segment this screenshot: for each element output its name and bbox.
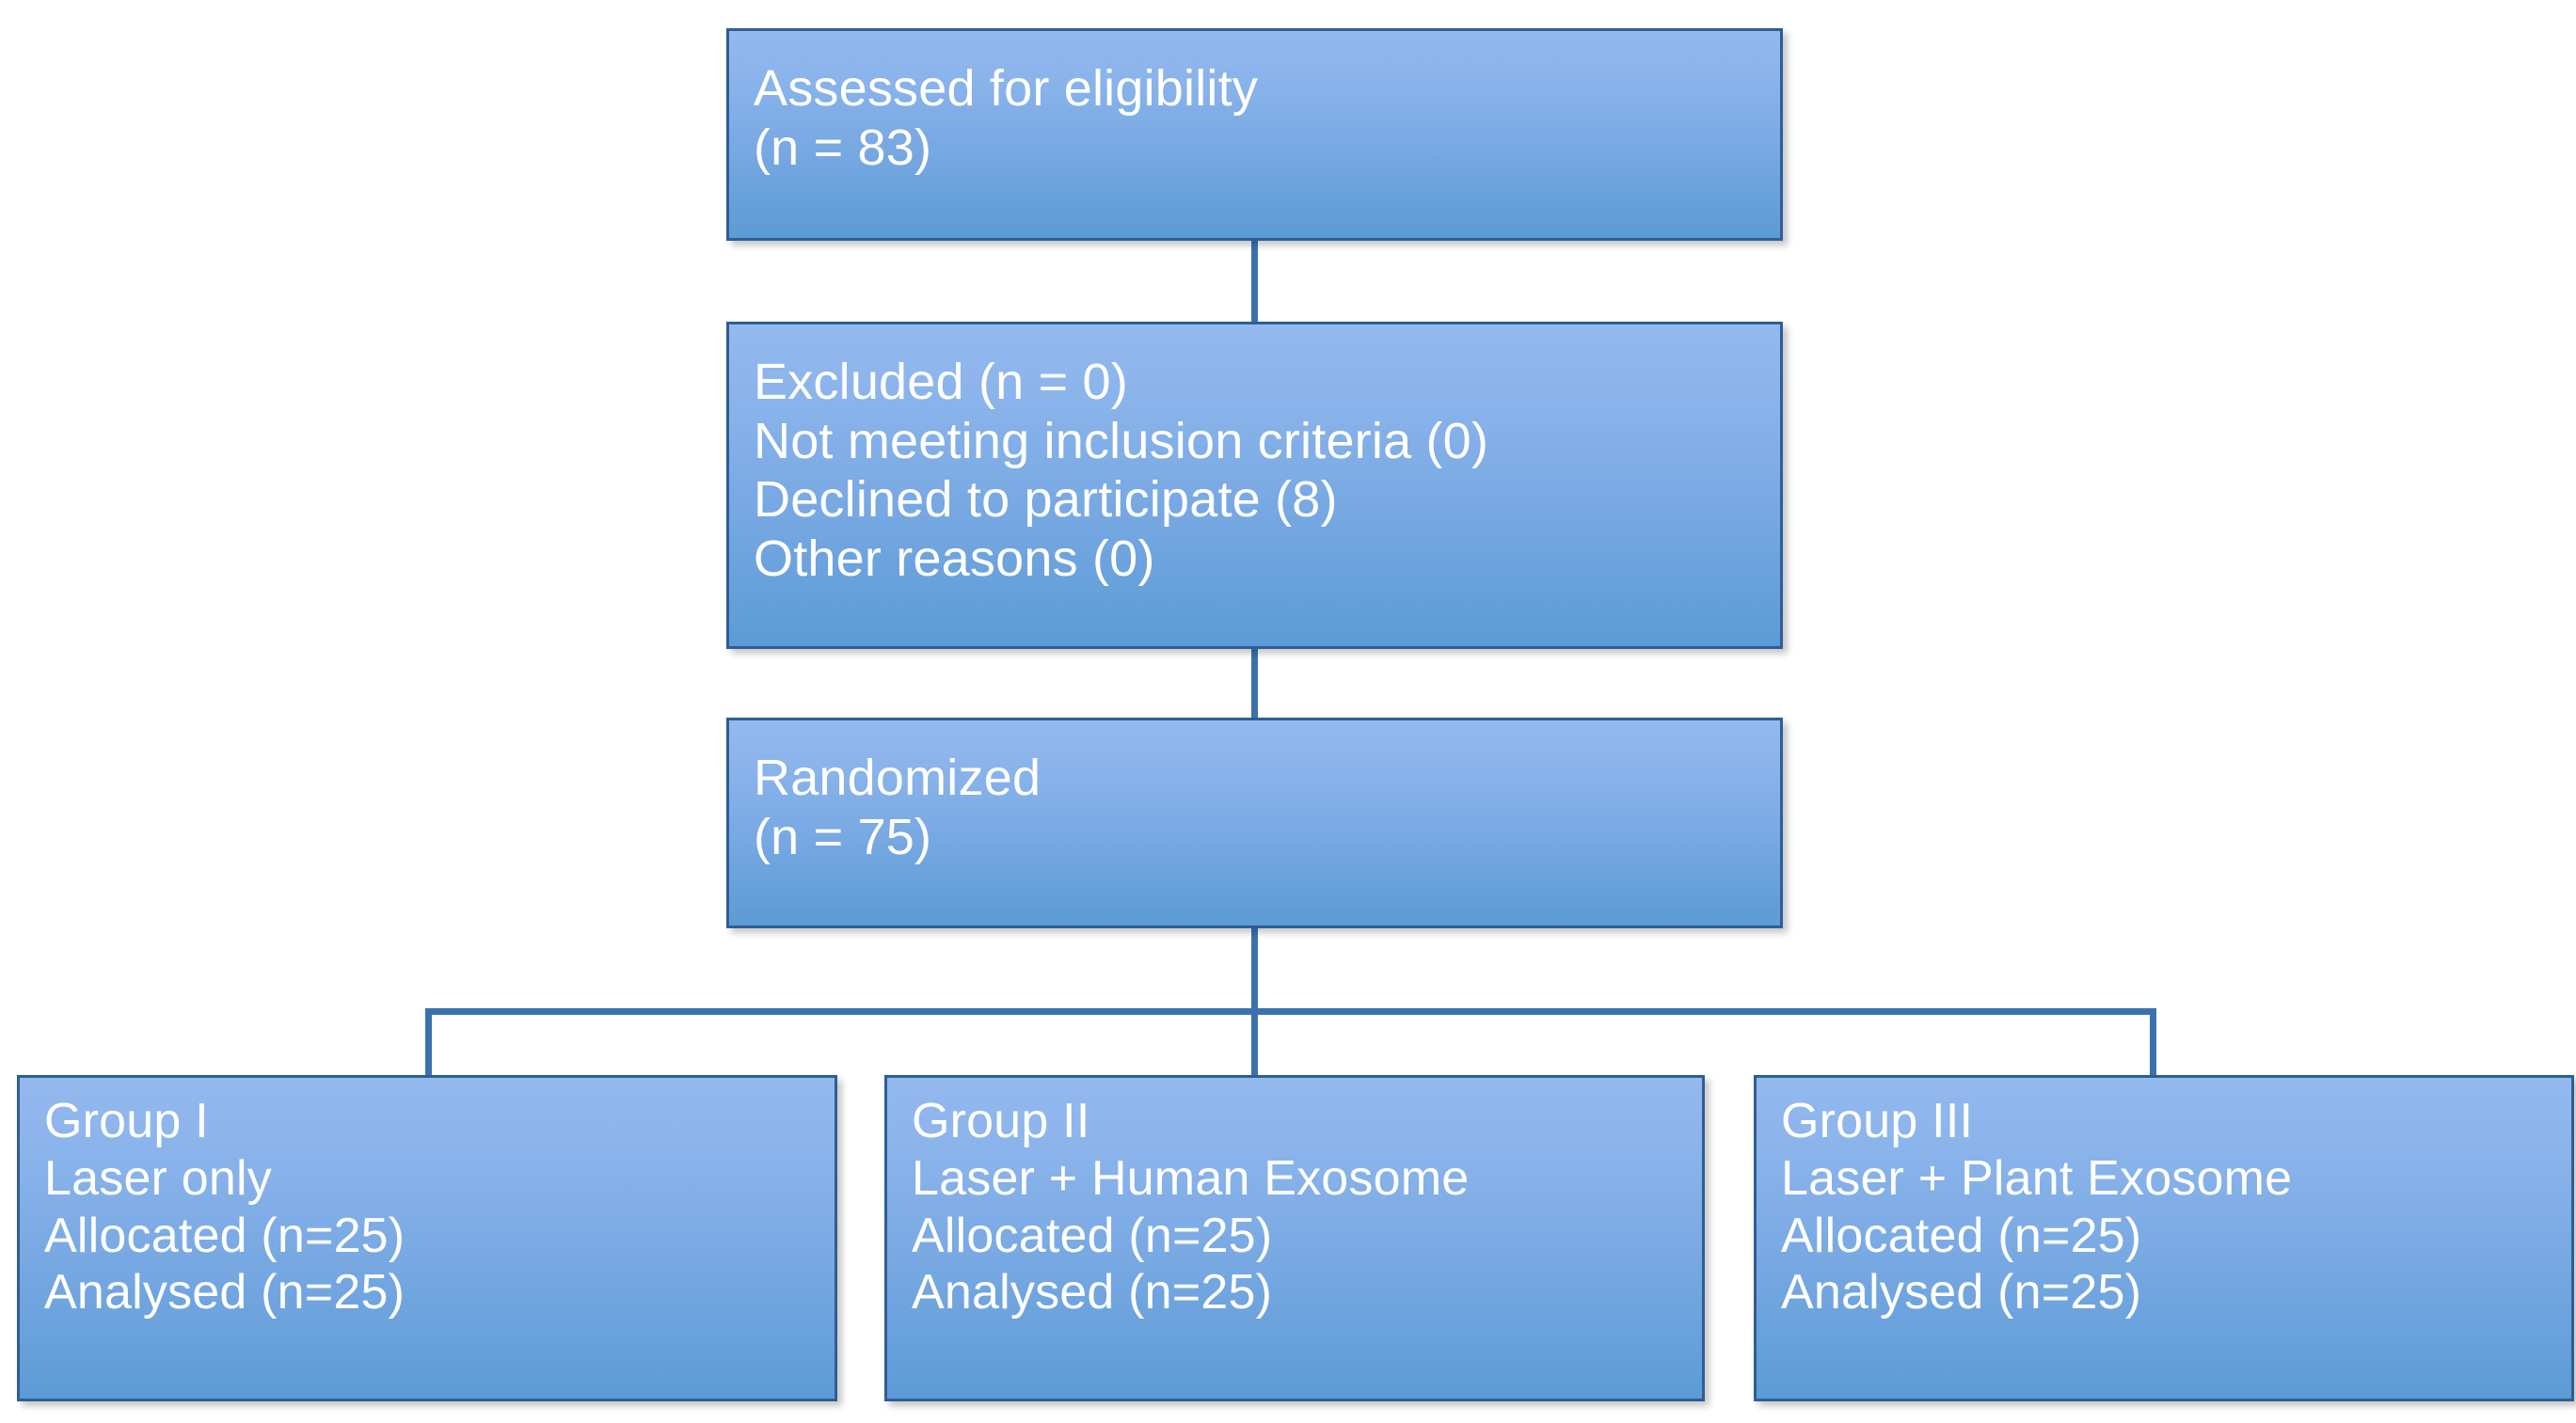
node-excluded-line-2: Not meeting inclusion criteria (0)	[754, 412, 1489, 469]
node-group-1-treatment: Laser only	[44, 1150, 272, 1206]
node-group-3-analysed: Analysed (n=25)	[1781, 1265, 2142, 1320]
connector-branch-to-group-2	[1251, 1008, 1258, 1078]
node-group-3-title: Group III	[1781, 1094, 1974, 1148]
node-excluded-line-4: Other reasons (0)	[754, 530, 1155, 587]
node-assessed-for-eligibility: Assessed for eligibility (n = 83)	[726, 28, 1783, 241]
node-assessed-line-2: (n = 83)	[754, 119, 932, 176]
node-excluded: Excluded (n = 0) Not meeting inclusion c…	[726, 322, 1783, 649]
node-excluded-line-3: Declined to participate (8)	[754, 471, 1338, 529]
node-group-2: Group II Laser + Human Exosome Allocated…	[884, 1075, 1705, 1401]
node-randomized: Randomized (n = 75)	[726, 718, 1783, 928]
node-excluded-line-1: Excluded (n = 0)	[754, 354, 1128, 410]
node-group-2-title: Group II	[912, 1094, 1090, 1148]
connector-randomized-to-branch	[1251, 928, 1258, 1015]
node-group-1: Group I Laser only Allocated (n=25) Anal…	[17, 1075, 837, 1401]
node-group-3: Group III Laser + Plant Exosome Allocate…	[1754, 1075, 2574, 1401]
node-group-1-title: Group I	[44, 1094, 209, 1148]
connector-branch-to-group-1	[425, 1008, 432, 1078]
connector-excluded-to-randomized	[1251, 649, 1258, 719]
node-group-2-treatment: Laser + Human Exosome	[912, 1150, 1470, 1206]
node-randomized-line-1: Randomized	[754, 750, 1042, 806]
node-randomized-line-2: (n = 75)	[754, 808, 932, 865]
node-group-1-analysed: Analysed (n=25)	[44, 1265, 405, 1320]
node-assessed-line-1: Assessed for eligibility	[754, 60, 1259, 117]
node-group-2-allocated: Allocated (n=25)	[912, 1208, 1273, 1263]
node-group-3-treatment: Laser + Plant Exosome	[1781, 1150, 2293, 1206]
connector-branch-horizontal-bar	[425, 1008, 2156, 1015]
node-group-1-allocated: Allocated (n=25)	[44, 1208, 405, 1263]
node-group-2-analysed: Analysed (n=25)	[912, 1265, 1273, 1320]
connector-assessed-to-excluded	[1251, 241, 1258, 324]
node-group-3-allocated: Allocated (n=25)	[1781, 1208, 2142, 1263]
connector-branch-to-group-3	[2150, 1008, 2156, 1078]
